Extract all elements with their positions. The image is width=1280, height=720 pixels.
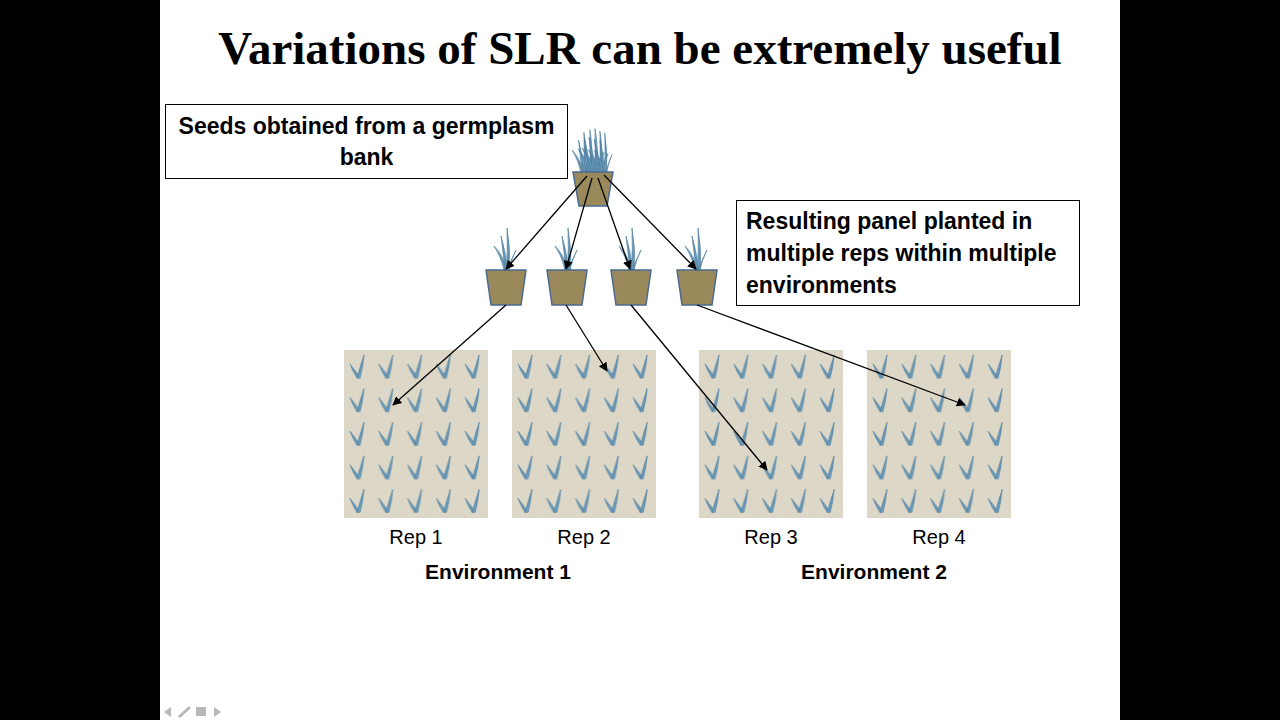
plant-sprout [572, 132, 592, 174]
field-plot: Rep 3 [699, 350, 843, 518]
split-arrows [506, 175, 696, 269]
source-box: Seeds obtained from a germplasm bank [165, 104, 568, 179]
plant-pot [486, 270, 526, 305]
field-plot: Rep 1 [344, 350, 488, 518]
environment-label: Environment 2 [724, 559, 1024, 585]
plant-pot [611, 270, 651, 305]
arrow-line [566, 178, 592, 269]
plant-sprout [619, 228, 641, 270]
nav-back [164, 707, 171, 717]
nav-icons [164, 706, 221, 718]
note-box: Resulting panel planted in multiple reps… [736, 200, 1080, 306]
nav-menu [196, 707, 206, 716]
plant-rows [512, 350, 656, 518]
plant-rows [344, 350, 488, 518]
plant-rows [699, 350, 843, 518]
arrow-line [566, 305, 607, 371]
nav-pen [178, 706, 191, 718]
nav-forward [214, 707, 221, 717]
plant-sprout [594, 133, 612, 174]
arrow-line [598, 178, 630, 269]
rep-label: Rep 4 [837, 525, 1041, 549]
field-plot: Rep 4 [867, 350, 1011, 518]
arrow-line [604, 175, 696, 269]
plant-sprout [578, 130, 598, 174]
seed-plants [572, 129, 612, 174]
plant-pot [573, 172, 613, 206]
plant-sprout [555, 228, 577, 270]
arrow-line [393, 305, 506, 405]
plant-pot [677, 270, 717, 305]
plant-sprout [685, 228, 707, 270]
box-text: Seeds obtained from a germplasm bank [170, 111, 563, 173]
rep-label: Rep 2 [482, 525, 686, 549]
arrow-line [697, 305, 965, 405]
slide-title: Variations of SLR can be extremely usefu… [160, 22, 1120, 74]
environment-label: Environment 1 [348, 559, 648, 585]
plant-sprout [588, 131, 608, 174]
plant-pot [547, 270, 587, 305]
arrow-line [506, 176, 587, 269]
planting-arrows [393, 305, 965, 470]
rep-label: Rep 1 [314, 525, 518, 549]
plant-sprout [582, 129, 604, 174]
field-plot: Rep 2 [512, 350, 656, 518]
plant-sprout [494, 228, 516, 270]
plant-rows [867, 350, 1011, 518]
arrow-line [631, 305, 767, 470]
box-text: Resulting panel planted in multiple reps… [746, 205, 1071, 301]
rep-label: Rep 3 [669, 525, 873, 549]
